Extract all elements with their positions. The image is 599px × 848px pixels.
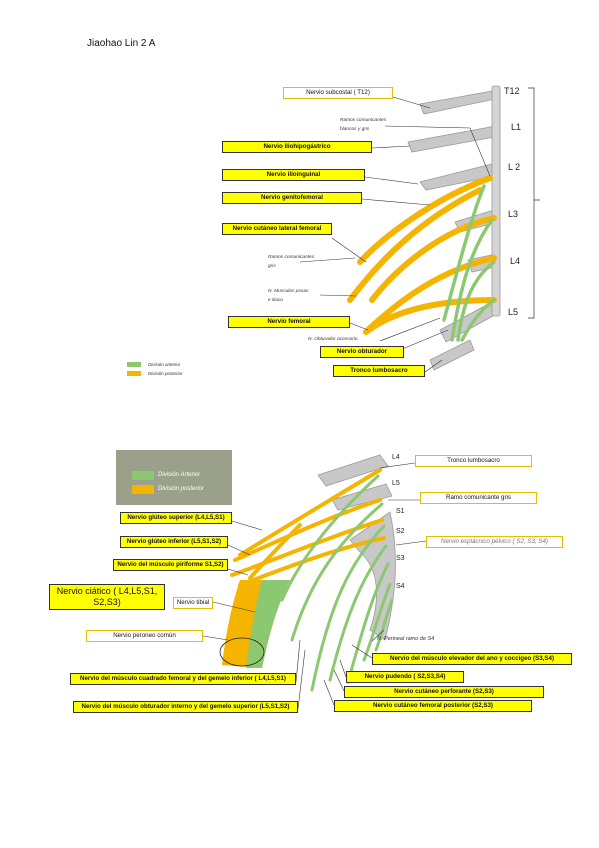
sacral-leader-lines [202, 462, 427, 710]
level-l1: L1 [511, 122, 522, 132]
legend-label-posterior-1: División posterior [148, 371, 183, 376]
label-nervio-obturador: Nervio obturador [320, 346, 404, 358]
author-name: Jiaohao Lin 2 A [87, 38, 156, 49]
label-nervio-musculo-obturador-interno: Nervio del músculo obturador interno y d… [73, 701, 298, 713]
annotation-ramos-comunicantes-1a: Ramos comunicantes [340, 118, 387, 123]
level-s4: S4 [396, 583, 405, 590]
sciatic-nerve-trunk [219, 580, 290, 668]
label-nervio-gluteo-superior: Nervio glúteo superior (L4,L5,S1) [120, 512, 232, 524]
level-l5: L5 [508, 307, 519, 317]
lumbar-bracket [528, 87, 540, 319]
label-nervio-iliohipogastrico: Nervio iliohipogástrico [222, 141, 372, 153]
label-nervio-musculo-piriforme: Nervio del músculo piriforme S1,S2) [113, 559, 228, 571]
label-nervio-tibial: Nervio tibial [173, 597, 213, 609]
label-nervio-subcostal: Nervio subcostal ( T12) [283, 87, 393, 99]
lumbar-vertebral-bones [407, 85, 501, 371]
level-l5-sacral: L5 [392, 480, 400, 487]
label-nervio-ilioinguinal: Nervio ilioinguinal [222, 169, 365, 181]
level-t12: T12 [504, 86, 520, 96]
legend-swatch-posterior-1 [127, 371, 141, 376]
label-tronco-lumbosacro-1: Tronco lumbosacro [333, 365, 425, 377]
level-l4-sacral: L4 [392, 454, 400, 461]
label-nervio-gluteo-inferior: Nervio glúteo inferior (L5,S1,S2) [120, 536, 228, 548]
lumbar-leader-lines [299, 96, 491, 373]
label-nervio-genitofemoral: Nervio genitofemoral [222, 192, 362, 204]
sacral-posterior-division [230, 468, 386, 587]
level-l2: L 2 [508, 162, 521, 172]
annotation-perineal-ramo-s4: N. Perineal ramo de S4 [377, 636, 435, 642]
legend-label-anterior-2: División Arterior [158, 472, 201, 478]
label-nervio-cutaneo-perforante: Nervio cutáneo perforante (S2,S3) [344, 686, 544, 698]
level-s2: S2 [396, 528, 405, 535]
annotation-ramos-comunicantes-2b: gris [268, 264, 276, 269]
level-l3: L3 [508, 209, 519, 219]
label-nervio-peroneo-comun: Nervio peroneo común [86, 630, 203, 642]
annotation-ramos-comunicantes-2a: Ramos comunicantes [268, 255, 315, 260]
label-nervio-musculo-elevador-ano: Nervio del músculo elevador del ano y co… [372, 653, 572, 665]
label-nervio-musculo-cuadrado-femoral: Nervio del músculo cuadrado femoral y de… [70, 673, 296, 685]
label-nervio-pudendo: Nervio pudendo ( S2,S3,S4) [346, 671, 464, 683]
lumbar-anterior-division [442, 184, 496, 342]
level-l4: L4 [510, 256, 521, 266]
lumbar-posterior-division [347, 175, 497, 335]
label-ramo-comunicante-gris: Ramo comunicante gris [420, 492, 537, 504]
level-s1: S1 [396, 508, 405, 515]
label-nervio-femoral: Nervio femoral [228, 316, 350, 328]
annotation-musculos-psoas-2: e iliaco [268, 298, 283, 303]
label-nervio-esplacnico-pelvico: Nervio esplácnico pélvico ( S2, S3, S4) [426, 536, 563, 548]
legend-swatch-anterior-2 [132, 471, 154, 480]
legend-label-anterior-1: División anterior [148, 362, 181, 367]
label-nervio-cutaneo-lateral-femoral: Nervio cutáneo lateral femoral [222, 223, 332, 235]
legend-label-posterior-2: División posterior [158, 486, 205, 492]
level-s3: S3 [396, 555, 405, 562]
label-nervio-cutaneo-femoral-posterior: Nervio cutáneo femoral posterior (S2,S3) [334, 700, 532, 712]
legend-swatch-posterior-2 [132, 485, 154, 494]
annotation-musculos-psoas-1: N. Musculos psoas [268, 289, 309, 294]
label-nervio-ciatico: Nervio ciático ( L4,L5,S1, S2,S3) [49, 584, 165, 610]
legend-swatch-anterior-1 [127, 362, 141, 367]
annotation-obturador-accesorio: N. Obturador accesorio [308, 337, 358, 342]
label-tronco-lumbosacro-2: Tronco lumbosacro [415, 455, 532, 467]
annotation-ramos-comunicantes-1b: blancos y gris [340, 127, 370, 132]
